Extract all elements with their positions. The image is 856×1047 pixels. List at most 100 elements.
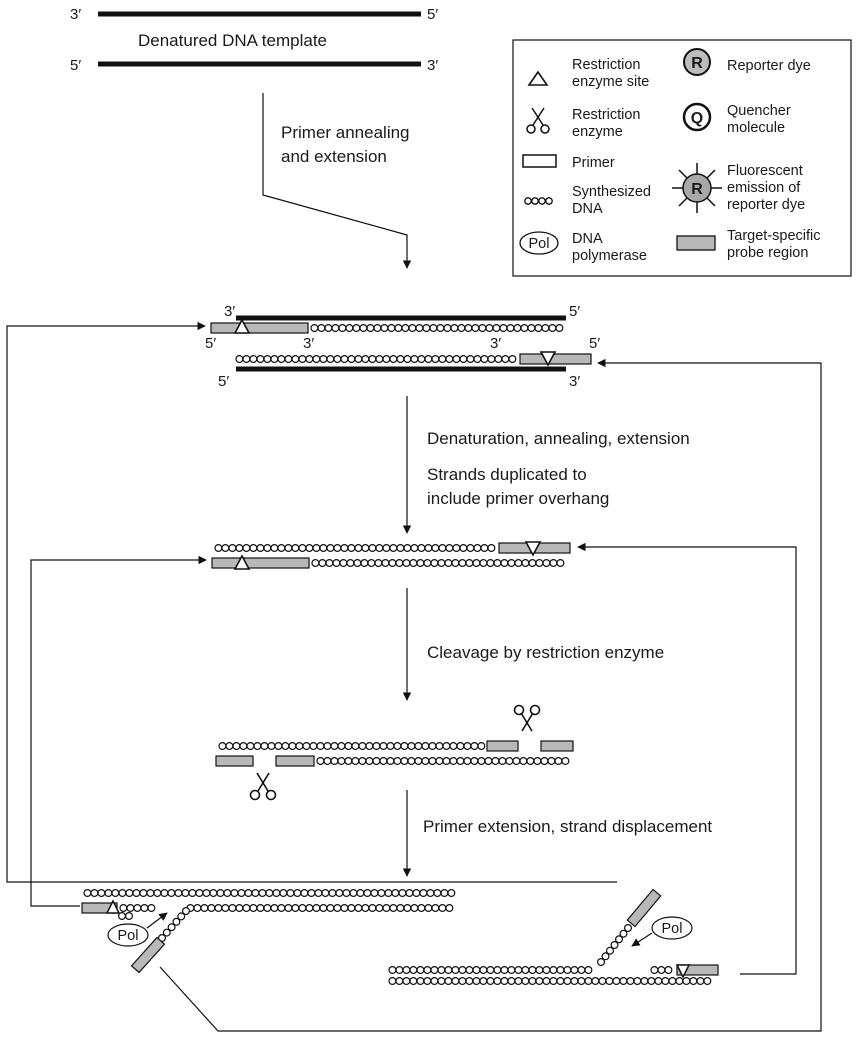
dna-bead [321,888,330,897]
dna-bead [402,965,411,974]
dna-bead [228,543,237,552]
dna-bead [431,903,440,912]
dna-bead [401,324,410,333]
primer-probe-s4-top-b [540,740,574,752]
dna-bead [480,355,489,364]
dna-bead [493,965,502,974]
dna-bead [479,976,488,985]
dna-bead [456,741,465,750]
dna-bead [657,965,666,974]
dna-bead [260,741,269,750]
polymerase-right-label: Pol [662,921,683,937]
quencher-icon [682,102,712,132]
legend-enzyme-line-2: enzyme [572,124,623,140]
dna-bead [337,756,346,765]
restriction-site-s5l [105,899,121,914]
dna-bead [345,324,354,333]
dna-bead [555,324,564,333]
dna-bead [312,543,321,552]
dna-bead [225,741,234,750]
dna-bead [200,903,209,912]
dna-bead [337,741,346,750]
primer-probe-s5r [676,964,719,976]
dna-bead [256,355,265,364]
dna-bead [465,965,474,974]
dna-bead [230,888,239,897]
dna-bead [403,543,412,552]
dna-bead [477,756,486,765]
dna-bead [393,756,402,765]
dna-bead [147,903,156,912]
dna-bead [389,543,398,552]
end-5-tr: 5′ [569,303,580,320]
dna-bead [318,558,327,567]
dna-bead [479,965,488,974]
primer-probe-s3-bottom [211,557,310,569]
dna-bead [351,741,360,750]
dna-bead [326,355,335,364]
dna-bead [344,741,353,750]
synth-dna-s5r-mid [650,965,673,974]
dna-bead [365,756,374,765]
end-3-br: 3′ [569,373,580,390]
recycle-loop-left-outer [6,321,617,883]
dna-bead [368,355,377,364]
synth-dna-lower [235,355,517,364]
dna-bead [419,888,428,897]
dna-bead [438,903,447,912]
dna-bead [330,741,339,750]
dna-bead [389,903,398,912]
dna-bead [97,888,106,897]
dna-bead [442,741,451,750]
dna-bead [396,903,405,912]
restriction-site-lower [539,351,557,367]
dna-bead [251,888,260,897]
dna-bead [486,558,495,567]
dna-bead [456,756,465,765]
dna-bead [459,355,468,364]
dna-bead [111,888,120,897]
dna-bead [484,756,493,765]
dna-bead [507,558,516,567]
dna-bead [284,903,293,912]
dna-bead [370,888,379,897]
dna-bead [428,741,437,750]
dna-bead [505,756,514,765]
dna-bead [386,756,395,765]
synth-dna-s5l-mid [119,903,156,912]
dna-bead [535,976,544,985]
dna-bead [188,888,197,897]
dna-bead [407,741,416,750]
dna-bead [256,903,265,912]
dna-bead [423,558,432,567]
dna-bead [167,888,176,897]
dna-bead [298,543,307,552]
probe-region-icon [676,235,716,251]
dna-bead [664,965,673,974]
dna-bead [358,756,367,765]
dna-bead [396,543,405,552]
dna-bead [458,965,467,974]
dna-bead [535,558,544,567]
dna-bead [153,888,162,897]
dna-bead [277,543,286,552]
dna-bead [277,903,286,912]
dna-bead [312,355,321,364]
dna-bead [423,965,432,974]
primer-icon [522,154,557,168]
reporter-dye-icon [683,48,711,76]
dna-bead [356,888,365,897]
dna-bead [414,756,423,765]
dna-bead [354,355,363,364]
synth-dna-s4-bottom [316,756,570,765]
dna-bead [417,543,426,552]
dna-bead [501,355,510,364]
dna-bead [661,976,670,985]
dna-bead [405,888,414,897]
dna-bead [382,355,391,364]
recycle-loop-left-inner [30,555,207,907]
dna-bead [388,965,397,974]
displaced-probe-s5l [130,936,166,974]
polymerase-icon [519,231,559,255]
